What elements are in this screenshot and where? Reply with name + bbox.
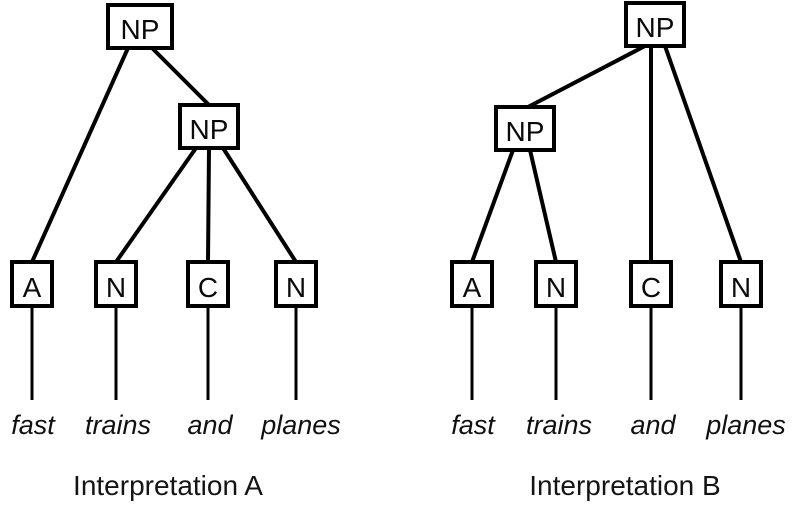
node-label-a-pos-c: C — [198, 272, 218, 303]
node-label-b-pos-n2: N — [731, 272, 751, 303]
node-box-a-pos-n1[interactable] — [94, 260, 138, 308]
word-a-word-and: and — [187, 410, 233, 440]
word-a-word-planes: planes — [260, 410, 341, 440]
node-box-b-np-root[interactable] — [624, 1, 686, 48]
node-label-b-pos-c: C — [641, 272, 661, 303]
caption-interpretation-b: Interpretation B — [529, 470, 720, 501]
node-box-b-pos-n1[interactable] — [534, 260, 578, 308]
node-box-a-np-root[interactable] — [106, 3, 174, 50]
branch-b-np-to-n1 — [528, 149, 558, 263]
branch-a-np-to-n2 — [221, 146, 298, 264]
branch-a-root-to-np — [150, 46, 211, 107]
node-label-a-pos-n1: N — [106, 272, 126, 303]
branch-a-np-to-c — [206, 147, 211, 263]
branch-b-np-to-a — [470, 149, 515, 263]
node-label-b-pos-a: A — [463, 272, 482, 303]
word-a-word-fast: fast — [11, 410, 56, 440]
word-b-word-and: and — [630, 410, 676, 440]
branch-b-root-to-n2 — [663, 45, 743, 263]
node-label-a-pos-n2: N — [286, 272, 306, 303]
branch-a-root-to-a — [30, 47, 130, 263]
node-box-a-np-inner[interactable] — [178, 103, 240, 150]
node-label-a-np-root: NP — [121, 14, 160, 45]
node-box-a-pos-c[interactable] — [186, 260, 230, 308]
node-label-a-np-inner: NP — [190, 114, 229, 145]
node-label-b-np-inner: NP — [506, 116, 545, 147]
branch-a-np-to-n1 — [114, 146, 198, 264]
node-box-b-pos-n2[interactable] — [719, 260, 763, 308]
caption-interpretation-a: Interpretation A — [73, 470, 263, 501]
node-box-a-pos-n2[interactable] — [274, 260, 318, 308]
word-b-word-fast: fast — [451, 410, 496, 440]
node-box-b-pos-a[interactable] — [450, 260, 494, 308]
node-box-b-np-inner[interactable] — [494, 105, 556, 152]
node-box-b-pos-c[interactable] — [629, 260, 673, 308]
word-b-word-trains: trains — [526, 410, 592, 440]
node-box-a-pos-a[interactable] — [10, 260, 54, 308]
word-a-word-trains: trains — [85, 410, 151, 440]
branch-b-root-to-np — [527, 44, 646, 109]
node-label-a-pos-a: A — [23, 272, 42, 303]
node-label-b-pos-n1: N — [546, 272, 566, 303]
word-b-word-planes: planes — [705, 410, 786, 440]
node-label-b-np-root: NP — [636, 12, 675, 43]
